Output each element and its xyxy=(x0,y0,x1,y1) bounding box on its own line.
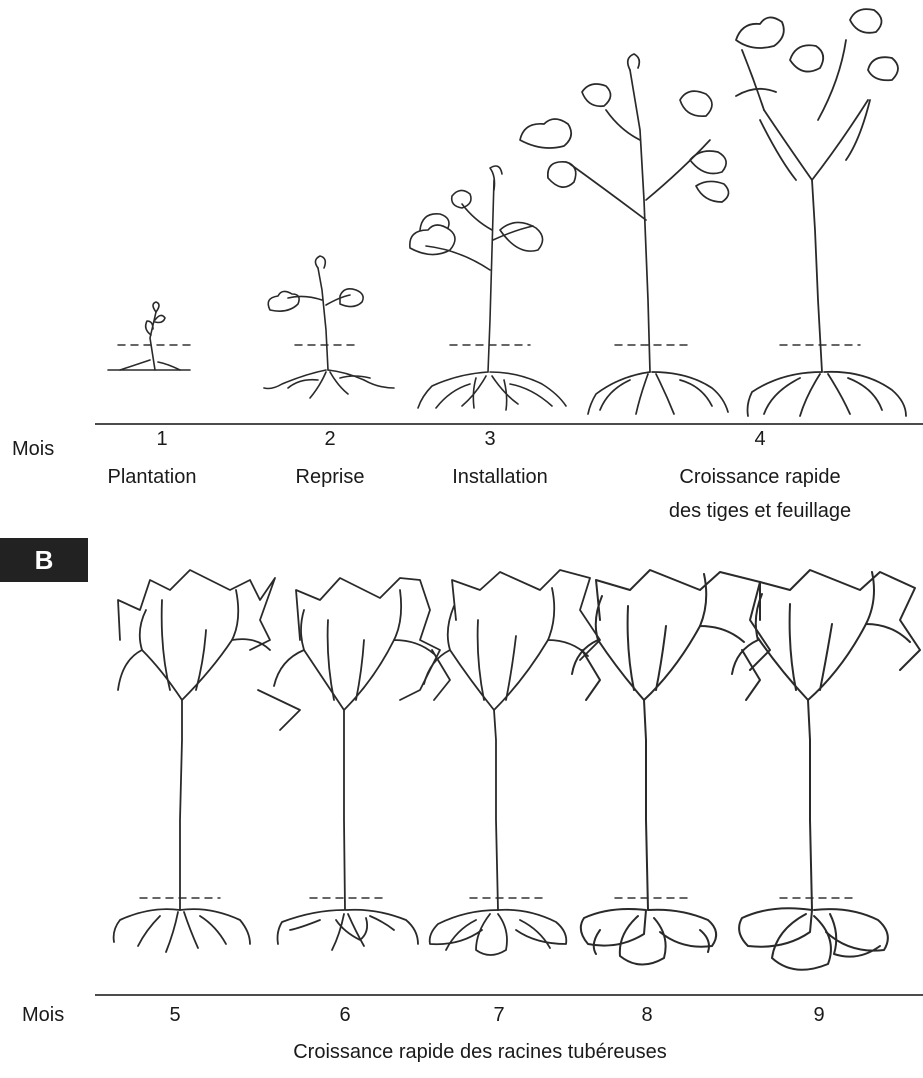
section-b-badge: B xyxy=(0,538,88,582)
month-7-number: 7 xyxy=(493,1004,505,1026)
plant-month-4a xyxy=(519,53,730,415)
plant-month-9 xyxy=(731,569,921,971)
plant-month-4b xyxy=(735,8,907,417)
month-1-stage: Plantation xyxy=(107,466,197,488)
month-2-number: 2 xyxy=(324,428,336,450)
timeline-b-axis-label: Mois xyxy=(22,1004,65,1026)
month-1-number: 1 xyxy=(156,428,168,450)
month-4-stage-line2: des tiges et feuillage xyxy=(668,500,852,522)
plant-month-2 xyxy=(263,255,395,399)
plant-month-8 xyxy=(571,569,771,966)
month-5-number: 5 xyxy=(169,1004,181,1026)
plant-month-6 xyxy=(257,577,441,951)
month-2-stage: Reprise xyxy=(295,466,365,488)
month-6-number: 6 xyxy=(339,1004,351,1026)
timeline-a-axis-label: Mois xyxy=(12,438,55,460)
month-3-number: 3 xyxy=(484,428,496,450)
plant-month-1 xyxy=(107,301,191,371)
plant-month-5 xyxy=(112,569,276,953)
month-4-stage-line1: Croissance rapide xyxy=(679,466,841,488)
month-4-number: 4 xyxy=(754,428,766,450)
month-9-number: 9 xyxy=(813,1004,825,1026)
plant-month-3 xyxy=(409,165,567,411)
plant-month-7 xyxy=(423,569,601,956)
month-8-number: 8 xyxy=(641,1004,653,1026)
timeline-b-caption: Croissance rapide des racines tubéreuses xyxy=(293,1041,667,1063)
month-3-stage: Installation xyxy=(452,466,548,488)
